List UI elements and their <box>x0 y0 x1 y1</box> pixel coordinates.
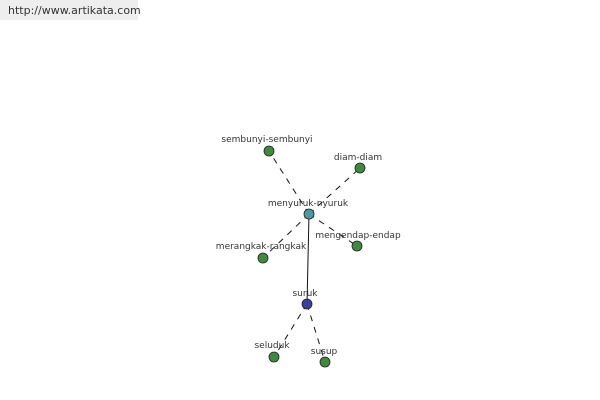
node-dot-seluduk[interactable] <box>268 351 280 363</box>
edge-menyuruk-sembunyi <box>268 150 310 215</box>
node-dot-mengendap[interactable] <box>351 240 363 252</box>
node-menyuruk[interactable]: menyuruk-nyuruk <box>268 199 349 220</box>
node-diam[interactable]: diam-diam <box>334 153 382 174</box>
node-susup[interactable]: susup <box>311 347 338 368</box>
node-label-suruk[interactable]: suruk <box>292 289 318 299</box>
edge-menyuruk-mengendap <box>308 213 358 247</box>
node-merangkak[interactable]: merangkak-rangkak <box>216 242 307 264</box>
node-dot-suruk[interactable] <box>301 298 313 310</box>
node-label-mengendap[interactable]: mengendap-endap <box>315 231 401 241</box>
node-label-merangkak[interactable]: merangkak-rangkak <box>216 242 307 252</box>
edge-suruk-menyuruk <box>306 213 310 305</box>
node-label-diam[interactable]: diam-diam <box>334 153 382 163</box>
node-dot-susup[interactable] <box>319 356 331 368</box>
node-suruk[interactable]: suruk <box>292 289 318 310</box>
node-label-sembunyi[interactable]: sembunyi-sembunyi <box>221 135 312 145</box>
node-dot-menyuruk[interactable] <box>303 208 315 220</box>
edges-layer <box>262 150 361 363</box>
node-mengendap[interactable]: mengendap-endap <box>315 231 401 252</box>
nodes-layer: suruk menyuruk-nyuruk sembunyi-sembunyi dia… <box>216 135 401 368</box>
edge-suruk-seluduk <box>273 303 308 358</box>
node-label-seluduk[interactable]: seluduk <box>254 341 290 351</box>
edge-menyuruk-merangkak <box>262 213 310 259</box>
url-banner: http://www.artikata.com <box>0 0 141 20</box>
node-label-susup[interactable]: susup <box>311 347 338 357</box>
node-dot-sembunyi[interactable] <box>263 145 275 157</box>
node-sembunyi[interactable]: sembunyi-sembunyi <box>221 135 313 157</box>
node-label-menyuruk[interactable]: menyuruk-nyuruk <box>268 199 349 209</box>
site-url-link[interactable]: http://www.artikata.com <box>8 4 141 17</box>
edge-suruk-susup <box>306 303 326 363</box>
node-seluduk[interactable]: seluduk <box>254 341 290 363</box>
node-dot-diam[interactable] <box>354 162 366 174</box>
node-dot-merangkak[interactable] <box>257 252 269 264</box>
